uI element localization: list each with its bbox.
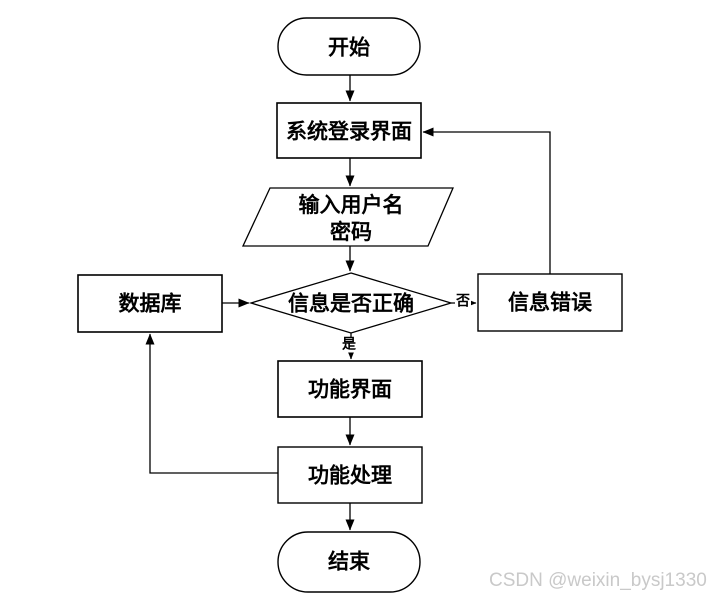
function-process-shape	[277, 446, 423, 504]
input-node-label: 输入用户名 密码	[299, 191, 404, 245]
csdn-watermark: CSDN @weixin_bysj1330	[489, 570, 707, 591]
function-ui-process-shape	[277, 360, 423, 418]
input-node-label-line1: 输入用户名	[298, 192, 404, 217]
start-terminator-shape	[277, 17, 421, 76]
end-terminator-shape	[277, 531, 421, 593]
edge-function-process-to-database	[145, 333, 278, 474]
function-ui-node-label: 功能界面	[308, 376, 392, 402]
database-node-label: 数据库	[118, 290, 182, 316]
start-node-label: 开始	[328, 34, 370, 60]
login-process-shape	[276, 102, 422, 159]
error-node-label: 信息错误	[508, 289, 592, 315]
no-edge-label: 否	[455, 293, 471, 310]
check-decision-diamond-shape	[248, 272, 454, 334]
edge-error-to-login	[422, 127, 551, 274]
database-process-shape	[77, 274, 223, 333]
check-node-label: 信息是否正确	[288, 290, 414, 316]
error-process-shape	[477, 273, 623, 332]
function-process-node-label: 功能处理	[308, 462, 392, 488]
input-io-parallelogram-shape	[241, 187, 454, 247]
login-node-label: 系统登录界面	[286, 118, 412, 144]
end-node-label: 结束	[328, 548, 370, 574]
input-node-label-line2: 密码	[330, 219, 372, 244]
yes-edge-label: 是	[341, 336, 357, 353]
